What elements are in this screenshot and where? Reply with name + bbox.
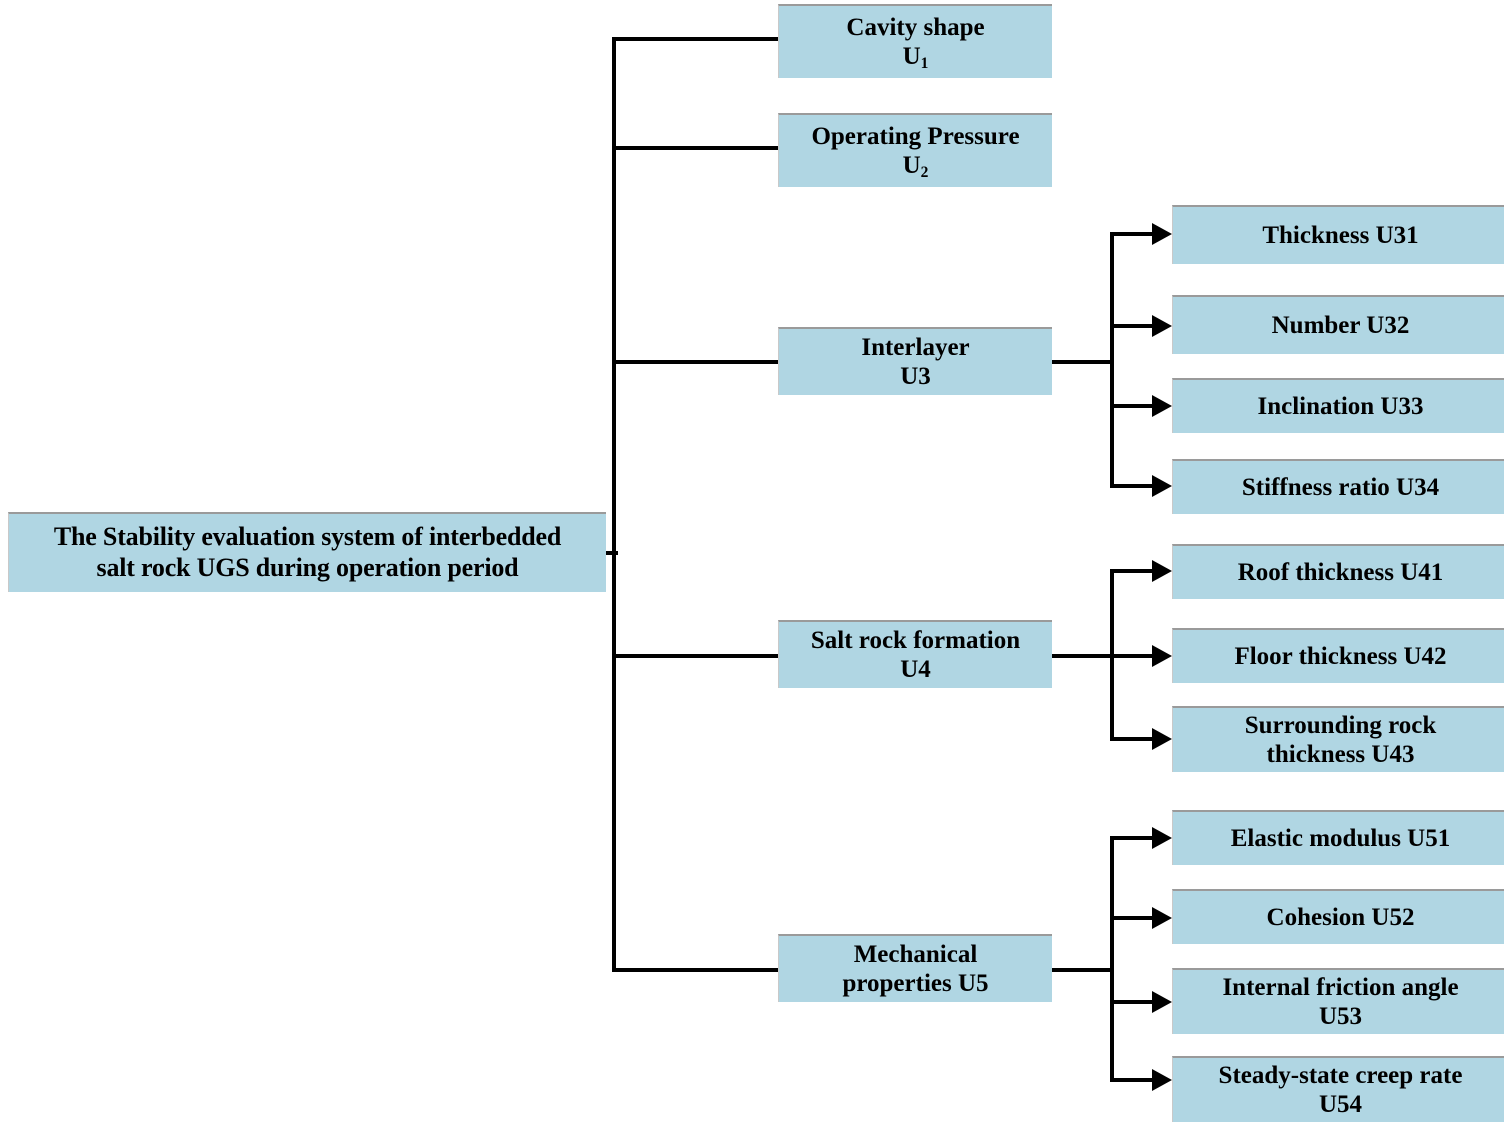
edge-root-stub (604, 551, 618, 555)
node-root-text: The Stability evaluation system of inter… (15, 522, 600, 583)
arrowhead-u43 (1152, 728, 1172, 750)
node-root[interactable]: The Stability evaluation system of inter… (8, 512, 606, 592)
node-u54-steady-state-creep-rate[interactable]: Steady-state creep rate U54 (1172, 1056, 1504, 1122)
arrowhead-u52 (1152, 907, 1172, 929)
node-u51-label: Elastic modulus U51 (1230, 824, 1451, 852)
node-u33-inclination[interactable]: Inclination U33 (1172, 378, 1504, 433)
edge-root-to-u3 (612, 360, 780, 364)
node-u1-code: U (902, 43, 921, 70)
edge-u5-to-u54 (1110, 1078, 1158, 1082)
node-root-line1: The Stability evaluation system of inter… (53, 522, 562, 552)
node-u1-line1: Cavity shape (846, 13, 985, 41)
node-u2-operating-pressure[interactable]: Operating Pressure U2 (778, 113, 1052, 187)
node-u2-line1: Operating Pressure (811, 122, 1020, 150)
node-u5-mechanical-properties[interactable]: Mechanical properties U5 (778, 934, 1052, 1002)
edge-u5-trunk (1110, 836, 1114, 1082)
node-u43-line1: Surrounding rock (1244, 711, 1437, 739)
node-u51-elastic-modulus[interactable]: Elastic modulus U51 (1172, 810, 1504, 865)
node-u43-surrounding-rock-thickness[interactable]: Surrounding rock thickness U43 (1172, 706, 1504, 772)
edge-u3-to-u33 (1110, 404, 1158, 408)
arrowhead-u31 (1152, 223, 1172, 245)
node-u34-stiffness-ratio[interactable]: Stiffness ratio U34 (1172, 459, 1504, 514)
node-u41-roof-thickness[interactable]: Roof thickness U41 (1172, 544, 1504, 599)
edge-u3-trunk (1110, 232, 1114, 488)
edge-u3-stem (1052, 360, 1114, 364)
node-u54-line1: Steady-state creep rate (1218, 1061, 1463, 1089)
node-u3-interlayer[interactable]: Interlayer U3 (778, 327, 1052, 395)
edge-root-to-u5 (612, 968, 780, 972)
node-u52-cohesion[interactable]: Cohesion U52 (1172, 889, 1504, 944)
edge-u5-stem (1052, 968, 1114, 972)
node-u31-label: Thickness U31 (1262, 221, 1419, 249)
edge-u4-trunk (1110, 569, 1114, 741)
node-u3-line1: Interlayer (861, 333, 970, 361)
edge-u5-to-u51 (1110, 836, 1158, 840)
node-u4-line1: Salt rock formation (810, 626, 1021, 654)
arrowhead-u53 (1152, 991, 1172, 1013)
node-u2-subscript: 2 (920, 164, 929, 182)
node-u42-label: Floor thickness U42 (1234, 642, 1447, 670)
node-u52-label: Cohesion U52 (1266, 903, 1415, 931)
arrowhead-u33 (1152, 395, 1172, 417)
node-u31-thickness[interactable]: Thickness U31 (1172, 205, 1504, 264)
edge-root-to-u1 (612, 37, 780, 41)
node-u53-internal-friction-angle[interactable]: Internal friction angle U53 (1172, 968, 1504, 1034)
node-u3-code: U3 (900, 363, 931, 390)
node-u33-label: Inclination U33 (1257, 392, 1424, 420)
node-u1-subscript: 1 (920, 55, 929, 73)
edge-u4-to-u41 (1110, 569, 1158, 573)
arrowhead-u51 (1152, 827, 1172, 849)
edge-root-trunk (612, 39, 616, 972)
edge-u3-to-u34 (1110, 484, 1158, 488)
node-u53-line1: Internal friction angle (1222, 973, 1459, 1001)
edge-u5-to-u52 (1110, 916, 1158, 920)
node-u4-code: U4 (900, 656, 931, 683)
node-u41-label: Roof thickness U41 (1237, 558, 1444, 586)
node-u5-line1: Mechanical (853, 940, 978, 968)
edge-u5-to-u53 (1110, 1000, 1158, 1004)
node-u5-line2: properties U5 (842, 970, 989, 997)
arrowhead-u42 (1152, 645, 1172, 667)
node-u32-label: Number U32 (1271, 311, 1410, 339)
edge-u4-stem (1052, 654, 1158, 658)
arrowhead-u54 (1152, 1069, 1172, 1091)
arrowhead-u34 (1152, 475, 1172, 497)
node-u42-floor-thickness[interactable]: Floor thickness U42 (1172, 628, 1504, 683)
node-u34-label: Stiffness ratio U34 (1241, 473, 1440, 501)
edge-root-to-u4 (612, 654, 780, 658)
node-u32-number[interactable]: Number U32 (1172, 295, 1504, 354)
arrowhead-u32 (1152, 315, 1172, 337)
node-u54-line2: U54 (1318, 1091, 1363, 1118)
edge-u3-to-u31 (1110, 232, 1158, 236)
node-root-line2: salt rock UGS during operation period (96, 553, 519, 582)
edge-u3-to-u32 (1110, 324, 1158, 328)
node-u1-cavity-shape[interactable]: Cavity shape U1 (778, 4, 1052, 78)
node-u2-code: U (902, 152, 921, 179)
edge-root-to-u2 (612, 146, 780, 150)
arrowhead-u41 (1152, 560, 1172, 582)
node-u4-salt-rock-formation[interactable]: Salt rock formation U4 (778, 620, 1052, 688)
node-u53-line2: U53 (1318, 1003, 1363, 1030)
node-u43-line2: thickness U43 (1266, 741, 1415, 768)
edge-u4-to-u43 (1110, 737, 1158, 741)
